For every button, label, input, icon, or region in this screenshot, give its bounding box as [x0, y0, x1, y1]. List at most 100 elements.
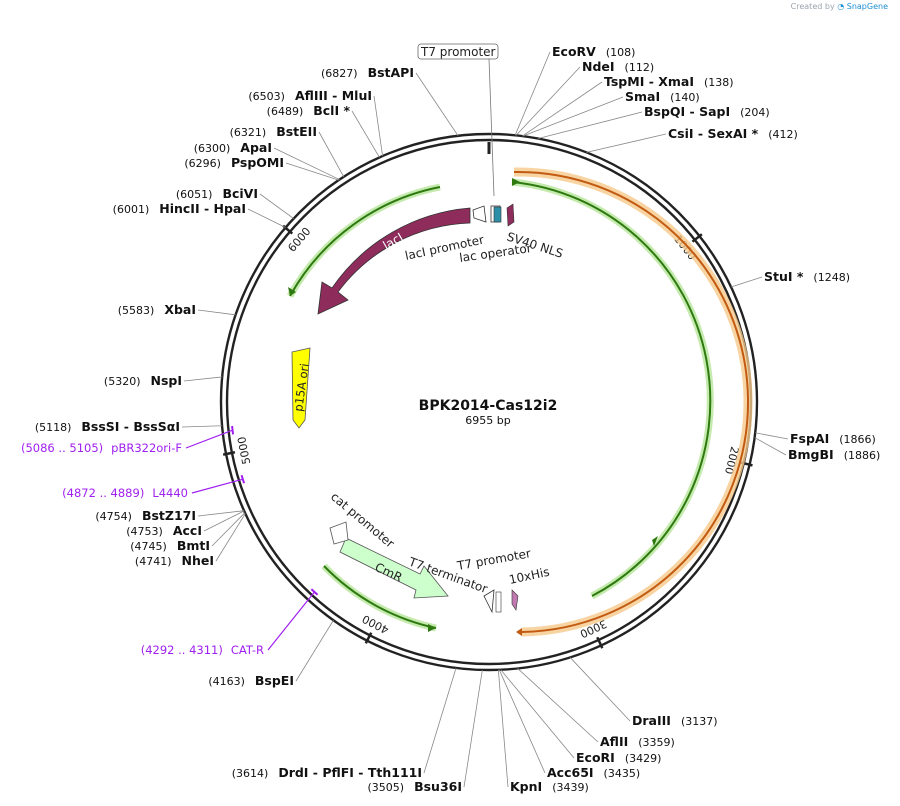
site-name: EcoRI	[576, 750, 615, 765]
site-position: (112)	[625, 61, 655, 74]
site-position: (6001)	[113, 203, 150, 216]
site-name: DraIII	[632, 713, 671, 728]
site-leader	[754, 437, 787, 456]
restriction-site: XbaI(5583)	[118, 302, 196, 317]
site-leader	[423, 667, 457, 774]
restriction-site: AflII (3359)	[600, 734, 675, 749]
site-position: (6300)	[194, 142, 231, 155]
site-name: HincII - HpaI	[159, 201, 246, 216]
site-leader	[500, 669, 575, 759]
restriction-site: DrdI - PflFI - Tth111I(3614)	[232, 765, 422, 780]
primer-name: L4440	[152, 486, 188, 500]
site-position: (4754)	[95, 510, 132, 523]
site-name: BspQI - SapI	[644, 104, 730, 119]
restriction-site: EcoRI(3429)	[576, 750, 661, 765]
site-name: Acc65I	[547, 765, 594, 780]
restriction-site: BstAPI (6827)	[321, 65, 414, 80]
T7-promoter-feature	[495, 591, 502, 613]
site-position: (1866)	[839, 433, 876, 446]
site-position: (4741)	[135, 555, 172, 568]
site-position: (3505)	[368, 781, 405, 794]
site-leader-lines	[181, 51, 789, 788]
SV40-NLS-feature	[506, 203, 515, 227]
site-leader	[517, 668, 599, 743]
site-position: (6321)	[230, 126, 267, 139]
restriction-site: Bsu36I(3505)	[368, 779, 463, 794]
credit-prefix: Created by	[790, 2, 835, 11]
restriction-site: BstEII(6321)	[230, 124, 317, 139]
orf-main-arrowhead	[512, 178, 520, 186]
site-position: (3359)	[638, 736, 675, 749]
primer-name: pBR322ori-F	[111, 441, 182, 455]
primer-leader	[267, 591, 315, 651]
site-position: (6503)	[248, 90, 285, 103]
site-position: (1886)	[844, 449, 881, 462]
site-name: NdeI	[582, 59, 615, 74]
site-leader	[197, 309, 236, 316]
primer-leader	[191, 478, 243, 494]
site-name: DrdI - PflFI - Tth111I	[278, 765, 422, 780]
tick-mark	[596, 636, 604, 649]
cmr-orf-arrowhead	[428, 624, 436, 632]
band-arrowhead	[516, 628, 522, 636]
tick-mark	[691, 233, 703, 243]
site-position: (204)	[740, 106, 770, 119]
site-name: EcoRV	[552, 44, 596, 59]
primer-range: (4872 .. 4889)	[62, 486, 144, 500]
site-position: (5320)	[104, 375, 141, 388]
site-leader	[181, 425, 223, 428]
10xHis-feature	[511, 589, 519, 611]
site-name: BssSI - BssSαI	[81, 419, 180, 434]
lacI-orf-arrowhead	[288, 287, 296, 296]
site-position: (3439)	[552, 781, 589, 794]
site-leader	[586, 133, 667, 153]
restriction-site: EcoRV(108)	[552, 44, 635, 59]
site-name: AflII	[600, 734, 628, 749]
site-leader	[351, 110, 380, 158]
site-leader	[318, 131, 345, 177]
site-leader	[373, 95, 383, 157]
site-name: BmtI	[177, 538, 210, 553]
10xHis-label: 10xHis	[508, 565, 551, 587]
site-leader	[197, 510, 245, 517]
site-name: AccI	[173, 523, 202, 538]
tick-mark	[364, 632, 373, 644]
site-name: FspAI	[790, 431, 829, 446]
p15A-ori-label: p15A ori	[291, 363, 312, 413]
site-leader	[522, 96, 624, 137]
lacI-feature	[317, 207, 471, 315]
site-leader	[463, 669, 483, 788]
lacI-promoter-arrow	[472, 205, 487, 223]
site-position: (6489)	[267, 105, 304, 118]
site-leader	[183, 376, 223, 382]
restriction-site: BciVI(6051)	[176, 186, 258, 201]
cmr-orf	[323, 565, 437, 629]
site-position: (4753)	[126, 525, 163, 538]
plasmid-name: BPK2014-Cas12i2	[419, 398, 558, 414]
lacI-orf	[289, 186, 441, 297]
restriction-site: ApaI(6300)	[194, 140, 272, 155]
restriction-site: TspMI - XmaI(138)	[604, 74, 734, 89]
orf-arrowhead-2	[652, 536, 658, 546]
T7-promoter-box	[417, 43, 499, 60]
site-name: BstAPI	[368, 65, 414, 80]
site-leader	[415, 72, 459, 137]
T7-promoter-box-label: T7 promoter	[420, 45, 496, 59]
site-leader	[285, 162, 339, 181]
cas12i2-band-line	[513, 170, 749, 633]
site-leader	[538, 111, 643, 139]
T7-promoter-label: T7 promoter	[455, 546, 532, 573]
site-name: TspMI - XmaI	[604, 74, 694, 89]
site-leader	[569, 657, 631, 722]
site-position: (6051)	[176, 188, 213, 201]
lac-operator-feature	[493, 206, 502, 223]
site-leader	[497, 669, 509, 788]
restriction-site: BspEI(4163)	[208, 673, 294, 688]
restriction-site: BmgBI (1886)	[788, 447, 880, 462]
site-leader	[755, 432, 789, 440]
site-name: BmgBI	[788, 447, 834, 462]
site-name: BclI *	[313, 103, 350, 118]
site-position: (6827)	[321, 67, 358, 80]
site-leader	[211, 512, 246, 547]
snapgene-logo: ◔	[837, 2, 845, 11]
